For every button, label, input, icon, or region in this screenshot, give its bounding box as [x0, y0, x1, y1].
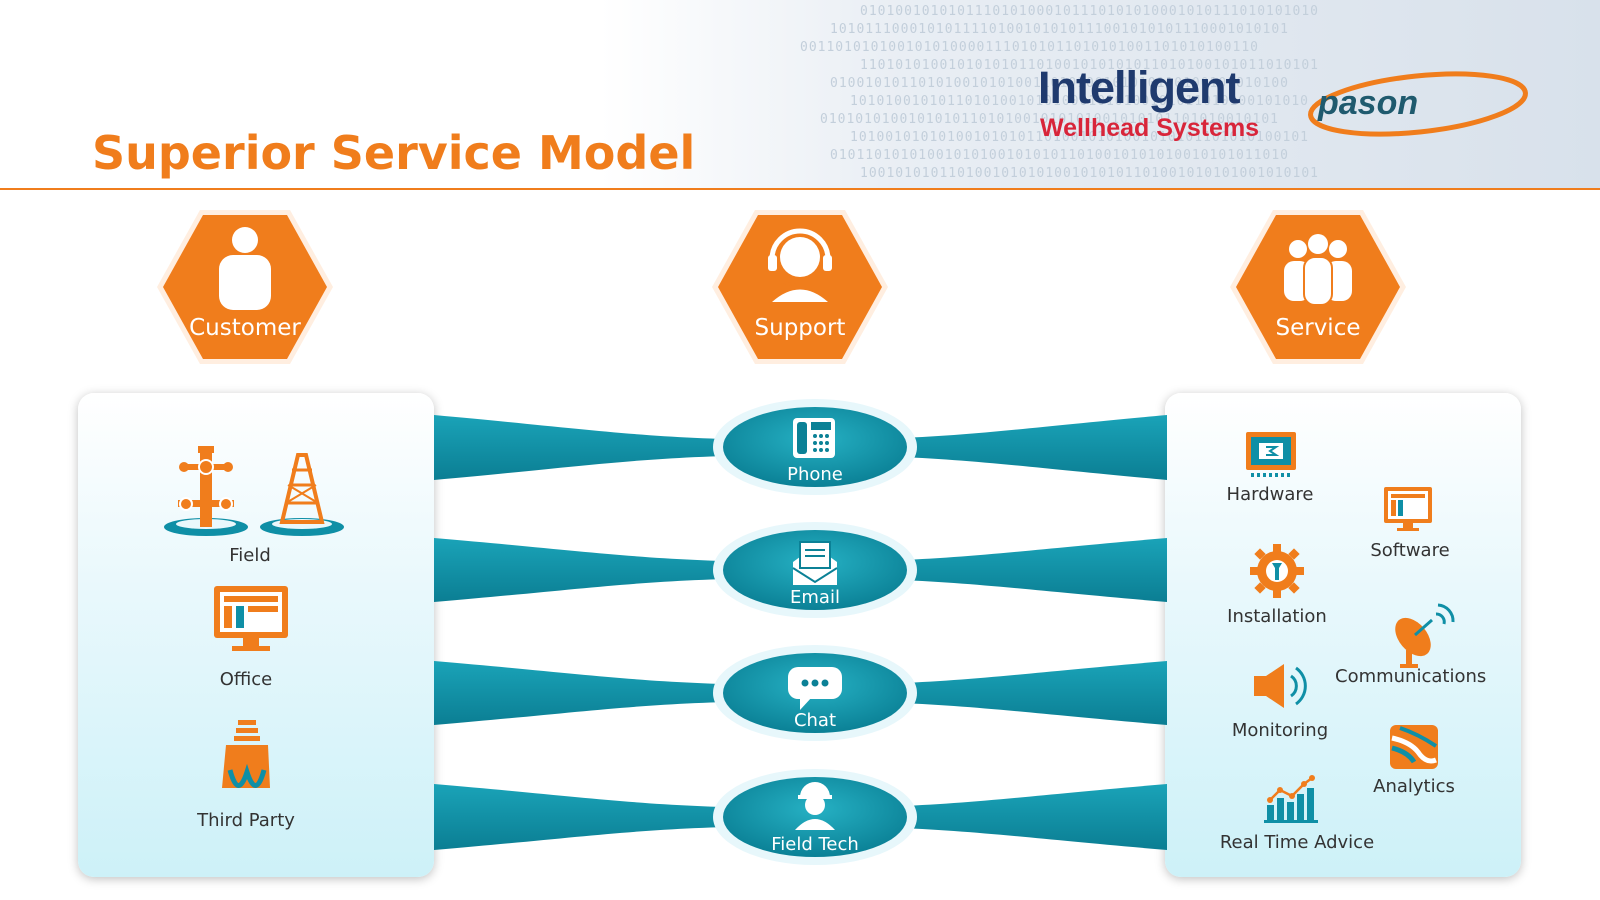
pason-logo: pason	[1308, 71, 1528, 137]
tool-icon	[222, 720, 270, 788]
service-label-software: Software	[1370, 540, 1450, 561]
customer-label-field: Field	[229, 545, 271, 566]
header: 0101001010101110101000101110101010001010…	[0, 0, 1600, 190]
service-label-real-time-advice: Real Time Advice	[1219, 832, 1375, 853]
binary-background: 0101001010101110101000101110101010001010…	[600, 0, 1600, 190]
customer-label-office: Office	[219, 669, 273, 690]
email-icon	[792, 541, 838, 585]
analytics-icon	[1390, 725, 1438, 769]
hexagon-customer	[157, 210, 333, 364]
service-label-monitoring: Monitoring	[1231, 720, 1329, 741]
oval-field-tech	[713, 769, 917, 865]
service-label-hardware: Hardware	[1226, 484, 1314, 505]
channel-label-phone: Phone	[787, 464, 843, 485]
service-panel	[1165, 393, 1521, 877]
svg-text:pason: pason	[1317, 84, 1418, 122]
hexagon-support	[712, 210, 888, 364]
headset-icon	[768, 228, 832, 302]
satellite-dish-icon	[1395, 603, 1455, 668]
brand-logo-line1: Intelligent	[1038, 62, 1240, 113]
service-label-installation: Installation	[1227, 606, 1327, 627]
hardware-icon	[1246, 432, 1296, 477]
group-icon	[1284, 234, 1352, 306]
page-title: Superior Service Model	[92, 126, 696, 180]
channel-label-field-tech: Field Tech	[771, 834, 859, 855]
hexagon-label-service: Service	[1275, 315, 1361, 341]
speaker-icon	[1254, 664, 1307, 708]
service-label-communications: Communications	[1335, 666, 1487, 687]
header-divider	[0, 188, 1600, 190]
phone-icon	[793, 418, 835, 458]
rig-icon	[260, 453, 344, 536]
channel-label-email: Email	[790, 587, 840, 608]
service-label-analytics: Analytics	[1373, 776, 1455, 797]
hexagon-label-customer: Customer	[189, 315, 301, 341]
hexagon-service	[1230, 210, 1406, 364]
brand-logo-line2: Wellhead Systems	[1040, 114, 1260, 142]
chat-icon	[788, 667, 842, 710]
channel-label-chat: Chat	[793, 710, 837, 731]
bar-chart-icon	[1264, 775, 1318, 823]
wellhead-icon	[164, 446, 248, 536]
monitor-icon	[214, 586, 288, 651]
software-icon	[1384, 487, 1432, 531]
technician-icon	[795, 782, 835, 830]
customer-label-third-party: Third Party	[197, 810, 295, 831]
person-icon	[219, 227, 271, 310]
hexagon-label-support: Support	[754, 315, 846, 341]
gear-wrench-icon	[1250, 544, 1304, 598]
